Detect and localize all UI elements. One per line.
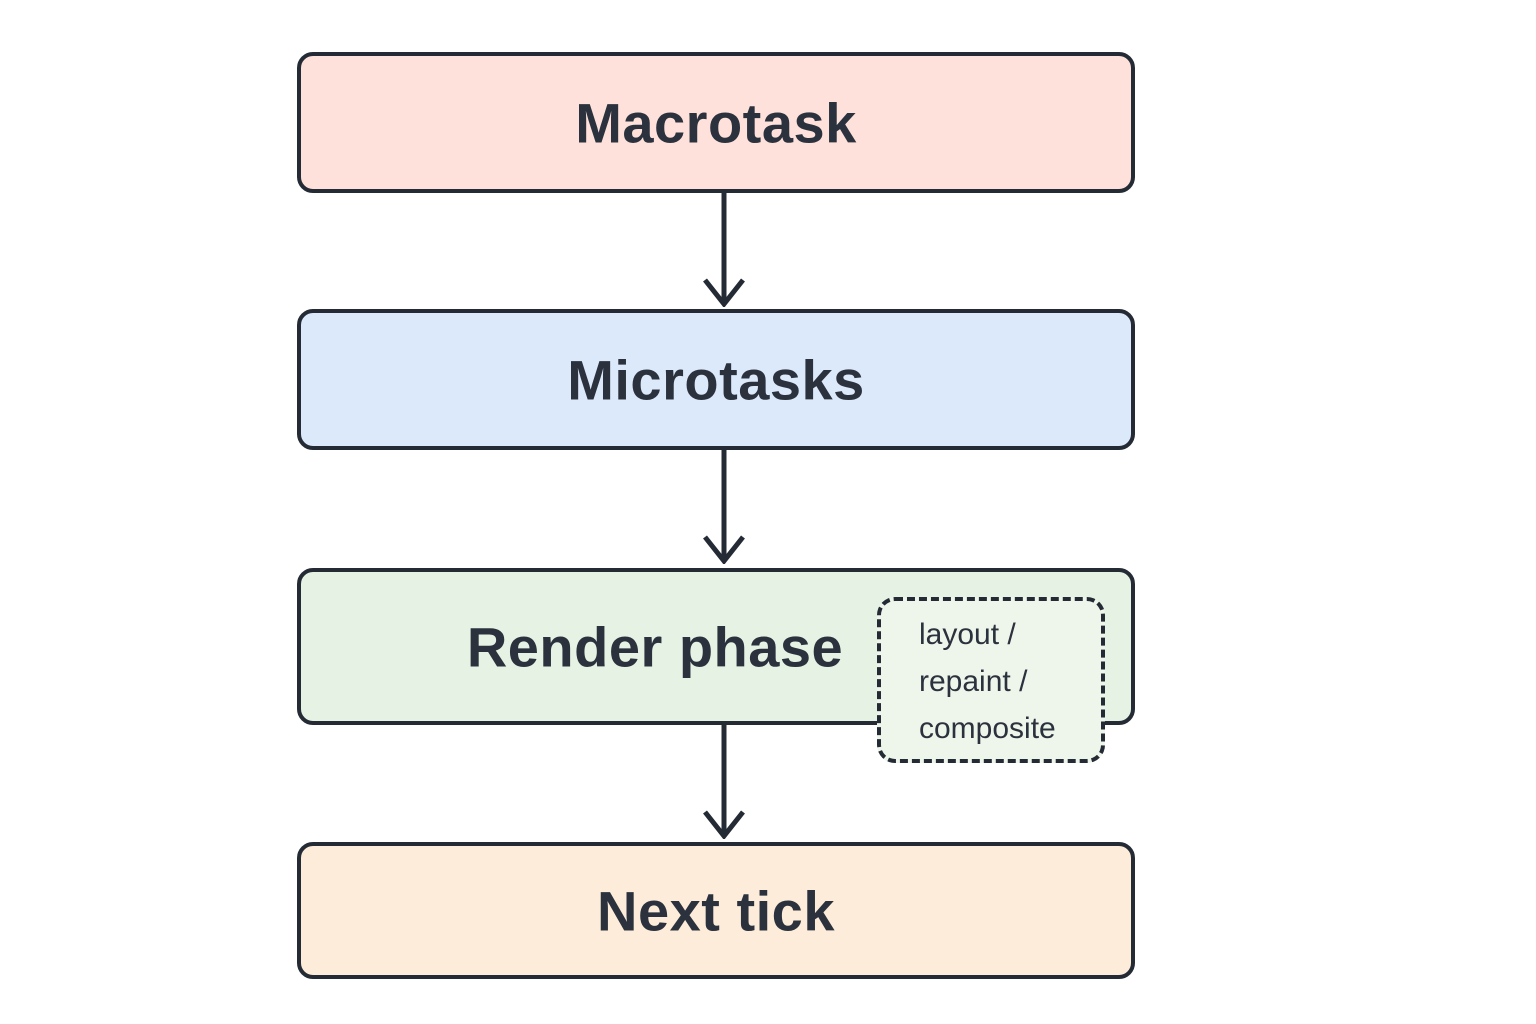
arrow-head-icon (703, 535, 745, 564)
node-render-phase-label: Render phase (466, 615, 844, 679)
annotation-line-layout: layout / (919, 618, 1016, 651)
flow-arrow-microtasks-to-render (703, 450, 745, 564)
node-microtasks-label: Microtasks (567, 348, 865, 412)
arrow-head-icon (703, 278, 745, 307)
node-next-tick (297, 842, 1135, 979)
annotation-line-repaint: repaint / (919, 665, 1028, 698)
arrow-head-icon (703, 810, 745, 839)
flow-arrow-render-to-next-tick (703, 725, 745, 839)
flow-arrow-macrotask-to-microtasks (703, 193, 745, 307)
node-macrotask (297, 52, 1135, 193)
render-phase-annotation-box: layout / repaint / composite (877, 597, 1105, 763)
node-next-tick-label: Next tick (597, 879, 835, 943)
annotation-line-composite: composite (919, 712, 1056, 745)
node-macrotask-label: Macrotask (575, 91, 857, 155)
node-microtasks (297, 309, 1135, 450)
